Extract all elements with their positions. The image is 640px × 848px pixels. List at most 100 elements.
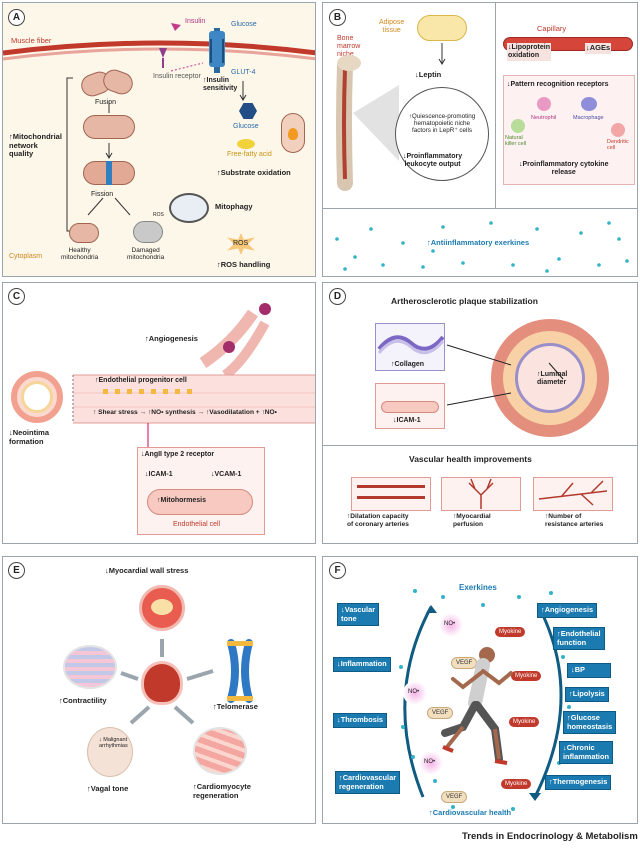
no-glow-2 <box>403 681 427 705</box>
left-box-inflammation: ↓Inflammation <box>333 657 391 672</box>
panel-c: C ↑Angiogenesis ↑Endothelial progenitor … <box>2 282 316 544</box>
ros-small-label: ROS <box>153 212 164 218</box>
cv-health-label: ↑Cardiovascular health <box>429 808 512 817</box>
footer-journal: Trends in Endocrinology & Metabolism <box>462 831 638 842</box>
vegf-pill-3: VEGF <box>441 791 468 803</box>
neutrophil-label: Neutrophil <box>531 115 557 121</box>
myokine-pill-4: Myokine <box>501 779 532 789</box>
angii-label: ↓AngII type 2 receptor <box>141 451 215 458</box>
panel-f: F Exerkines ↓Vascular tone ↓Inflammation… <box>322 556 638 824</box>
panel-b-letter: B <box>329 9 346 26</box>
panel-e: E ↓Myocardial wall stress ↑Contractility… <box>2 556 316 824</box>
title-plaque: Artherosclerotic plaque stabilization <box>391 296 538 306</box>
dilation-label: ↑Dilatation capacity of coronary arterie… <box>347 513 409 528</box>
cytoplasm-label: Cytoplasm <box>9 253 43 260</box>
glucose-hexagon <box>239 103 257 119</box>
panel-e-letter: E <box>8 562 25 579</box>
right-box-chronic: ↓Chronic inflammation <box>559 741 613 765</box>
glucose-top-label: Glucose <box>231 21 257 28</box>
vcam-label: ↓VCAM-1 <box>211 471 242 478</box>
ages-label: ↓AGEs <box>585 43 612 54</box>
flow-label: ↑ Shear stress → ↑NO• synthesis → ↑Vasod… <box>93 409 277 416</box>
capillary-divider <box>495 3 496 208</box>
panel-a-letter: A <box>8 9 25 26</box>
macrophage-icon <box>581 97 597 111</box>
leukocyte-label: ↓Proinflammatory leukocyte output <box>403 153 463 169</box>
muscle-fiber-label: Muscle fiber <box>11 36 52 45</box>
niche-label: ↑Quiescence-promoting hematopoietic nich… <box>408 113 476 135</box>
coronary-box <box>351 477 431 511</box>
right-box-lipolysis: ↑Lipolysis <box>565 687 609 702</box>
vagal-label: ↑Vagal tone <box>87 784 129 793</box>
vascular-divider <box>323 445 637 446</box>
cytokine-label: ↓Proinflammatory cytokine release <box>519 161 609 177</box>
endothelial-cell <box>147 489 253 515</box>
no-glow-1 <box>439 613 463 637</box>
insulin-receptor-label: Insulin receptor <box>153 73 201 80</box>
dendritic-label: Dendritic cell <box>607 139 629 152</box>
runner-figure <box>441 647 513 765</box>
left-box-thrombosis: ↓Thrombosis <box>333 713 387 728</box>
myofibril-icon <box>63 645 117 689</box>
flame-icon <box>288 128 298 140</box>
vegf-pill-2: VEGF <box>427 707 454 719</box>
ros-big-label: ROS <box>233 240 249 247</box>
panel-c-letter: C <box>8 288 25 305</box>
wall-stress-label: ↓Myocardial wall stress <box>105 566 189 575</box>
panel-f-letter: F <box>329 562 346 579</box>
myokine-pill-1: Myokine <box>495 627 526 637</box>
telomerase-label: ↑Telomerase <box>213 702 258 711</box>
right-box-thermogenesis: ↑Thermogenesis <box>545 775 612 790</box>
mitophagy-vesicle <box>169 193 209 223</box>
leptin-label: ↓Leptin <box>415 70 442 79</box>
heart-icon <box>141 661 183 705</box>
heart-arrows <box>120 639 214 725</box>
plaque-arrows <box>446 344 564 406</box>
healthy-label: Healthy mitochondria <box>61 247 99 262</box>
adipose-cells <box>417 15 467 41</box>
insulin-sensitivity-label: ↑Insulin sensitivity <box>203 77 238 93</box>
resistance-label: ↑Number of resistance arteries <box>545 513 604 528</box>
myokine-pill-2: Myokine <box>511 671 542 681</box>
mito-quality-label: ↑Mitochondrial network quality <box>9 132 62 159</box>
macrophage-label: Macrophage <box>573 115 604 121</box>
icam-label: ↓ICAM-1 <box>145 471 173 478</box>
adipose-label: Adipose tissue <box>379 19 405 35</box>
luminal-label: ↑Luminal diameter <box>537 371 568 387</box>
icam-label: ↓ICAM-1 <box>393 417 421 424</box>
regen-label: ↑Cardiomyocyte regeneration <box>193 782 251 800</box>
bone-marrow-label: Bone marrow niche <box>337 35 361 59</box>
glut4-label: GLUT-4 <box>231 69 256 76</box>
panel-b: B Adipose tissue Bone marrow niche ↓Lept… <box>322 2 638 277</box>
fission-site <box>106 161 112 185</box>
panel-d: D Artherosclerotic plaque stabilization … <box>322 282 638 544</box>
exerkines-label: Exerkines <box>459 583 497 592</box>
mitohormesis-label: ↑Mitohormesis <box>157 497 207 504</box>
icam-cell <box>381 401 439 413</box>
damaged-label: Damaged mitochondria <box>127 247 165 262</box>
ffa-label: Free-fatty acid <box>227 151 272 158</box>
right-box-endothelial: ↑Endothelial function <box>553 627 605 651</box>
right-box-glucose: ↑Glucose homeostasis <box>563 711 617 735</box>
no-label-3: NO• <box>424 759 436 765</box>
healthy-mitochondrion <box>69 223 99 243</box>
niche-circle <box>395 87 489 181</box>
glucose-mid-label: Glucose <box>233 123 259 130</box>
heart-section-icon <box>139 585 185 631</box>
no-label-2: NO• <box>408 689 420 695</box>
left-box-vascular-tone: ↓Vascular tone <box>337 603 380 627</box>
contract-label: ↑Contractility <box>59 696 107 705</box>
panel-d-letter: D <box>329 288 346 305</box>
chromosome-icon <box>227 639 253 703</box>
neointima-label: ↓Neointima formation <box>9 428 50 446</box>
dendritic-icon <box>611 123 625 137</box>
myocardial-label: ↑Myocardial perfusion <box>453 513 491 528</box>
myokine-pill-3: Myokine <box>509 717 540 727</box>
right-box-angiogenesis: ↑Angiogenesis <box>537 603 598 618</box>
collagen-label: ↑Collagen <box>391 361 425 368</box>
exerkine-dots <box>335 221 629 273</box>
ros-handling-label: ↑ROS handling <box>217 260 271 269</box>
muscle-membrane <box>3 23 315 101</box>
coronary-vessel <box>357 485 425 499</box>
arrhythmias-label: ↓ Malignant arrhythmias <box>99 737 128 750</box>
